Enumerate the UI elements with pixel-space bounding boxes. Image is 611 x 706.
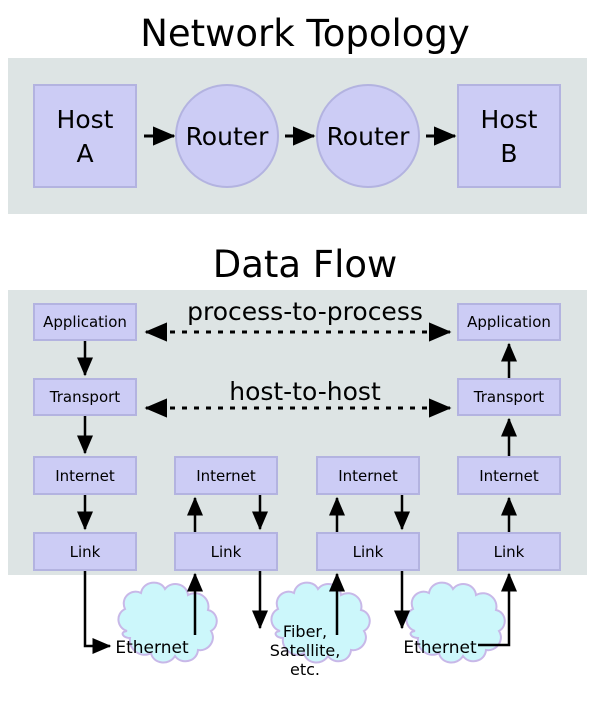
- arrow-link1-to-cloud-left: [83, 571, 112, 654]
- layer-box-link-col2[interactable]: Link: [174, 532, 278, 571]
- layer-box-transport-right[interactable]: Transport: [457, 378, 561, 416]
- section-network-topology: Network Topology Host A Router Router Ho…: [8, 12, 587, 214]
- internet-right-label: Internet: [479, 467, 539, 485]
- node-host-a[interactable]: Host A: [33, 84, 137, 188]
- media-clouds: Ethernet Fiber, Satellite, etc. Ethernet: [115, 581, 506, 679]
- peer-link-process-to-process: process-to-process: [144, 297, 452, 342]
- cloud-fiber-satellite[interactable]: Fiber, Satellite, etc.: [270, 581, 371, 679]
- layer-box-link-col3[interactable]: Link: [316, 532, 420, 571]
- application-right-box[interactable]: [457, 303, 561, 341]
- internet-col2-box[interactable]: [174, 456, 278, 495]
- application-left-label: Application: [43, 313, 127, 331]
- cloud-ethernet-left-shape[interactable]: [117, 581, 218, 664]
- host-a-label-line2: A: [76, 139, 93, 168]
- node-router-1[interactable]: Router: [175, 84, 279, 188]
- link-right-label: Link: [494, 543, 525, 561]
- transport-right-box[interactable]: [457, 378, 561, 416]
- layer-box-link-left[interactable]: Link: [33, 532, 137, 571]
- internet-left-label: Internet: [55, 467, 115, 485]
- host-b-box[interactable]: [457, 84, 561, 188]
- layer-box-internet-right[interactable]: Internet: [457, 456, 561, 495]
- transport-left-label: Transport: [49, 388, 121, 406]
- host-b-label-line2: B: [500, 139, 517, 168]
- host-a-label-line1: Host: [57, 105, 114, 134]
- cloud-ethernet-right-shape[interactable]: [405, 581, 506, 664]
- internet-right-box[interactable]: [457, 456, 561, 495]
- column-3-stack: Internet Link: [316, 456, 420, 571]
- column-1-stack: Application Transport Internet Link: [33, 303, 137, 571]
- router-2-label: Router: [327, 122, 411, 151]
- peer-link-host-to-host: host-to-host: [144, 377, 452, 418]
- router-1-label: Router: [186, 122, 270, 151]
- cloud-ethernet-right[interactable]: Ethernet: [403, 581, 506, 664]
- layer-box-internet-col3[interactable]: Internet: [316, 456, 420, 495]
- link-cloud-connections: [83, 571, 517, 654]
- router-2-ellipse[interactable]: [316, 84, 420, 188]
- node-host-b[interactable]: Host B: [457, 84, 561, 188]
- layer-box-transport-left[interactable]: Transport: [33, 378, 137, 416]
- link-col2-label: Link: [211, 543, 242, 561]
- column-4-stack: Application Transport Internet Link: [457, 303, 561, 571]
- layer-box-application-right[interactable]: Application: [457, 303, 561, 341]
- link-col2-box[interactable]: [174, 532, 278, 571]
- application-left-box[interactable]: [33, 303, 137, 341]
- cloud-ethernet-right-label: Ethernet: [403, 638, 477, 658]
- internet-col2-label: Internet: [196, 467, 256, 485]
- link-col3-label: Link: [353, 543, 384, 561]
- cloud-ethernet-left[interactable]: Ethernet: [115, 581, 218, 664]
- host-b-label-line1: Host: [481, 105, 538, 134]
- host-to-host-label: host-to-host: [229, 377, 381, 406]
- layer-box-internet-col2[interactable]: Internet: [174, 456, 278, 495]
- transport-left-box[interactable]: [33, 378, 137, 416]
- layer-box-application-left[interactable]: Application: [33, 303, 137, 341]
- cloud-fiber-satellite-label-line3: etc.: [290, 660, 320, 679]
- router-1-ellipse[interactable]: [175, 84, 279, 188]
- column-2-stack: Internet Link: [174, 456, 278, 571]
- application-right-label: Application: [467, 313, 551, 331]
- process-to-process-label: process-to-process: [187, 297, 423, 326]
- cloud-fiber-satellite-label-line2: Satellite,: [270, 641, 341, 660]
- node-router-2[interactable]: Router: [316, 84, 420, 188]
- transport-right-label: Transport: [473, 388, 545, 406]
- cloud-fiber-satellite-shape[interactable]: [270, 581, 371, 664]
- internet-left-box[interactable]: [33, 456, 137, 495]
- cloud-ethernet-left-label: Ethernet: [115, 638, 189, 658]
- layer-box-internet-left[interactable]: Internet: [33, 456, 137, 495]
- internet-col3-label: Internet: [338, 467, 398, 485]
- page-title-network-topology: Network Topology: [140, 12, 470, 55]
- link-col3-box[interactable]: [316, 532, 420, 571]
- internet-col3-box[interactable]: [316, 456, 420, 495]
- host-a-box[interactable]: [33, 84, 137, 188]
- layer-box-link-right[interactable]: Link: [457, 532, 561, 571]
- link-left-box[interactable]: [33, 532, 137, 571]
- section-data-flow: Data Flow Application Transport Internet…: [8, 243, 587, 575]
- page-title-data-flow: Data Flow: [213, 243, 398, 286]
- cloud-fiber-satellite-label-line1: Fiber,: [283, 622, 327, 641]
- link-right-box[interactable]: [457, 532, 561, 571]
- arrow-cloud-right-to-link4: [478, 572, 517, 647]
- link-left-label: Link: [70, 543, 101, 561]
